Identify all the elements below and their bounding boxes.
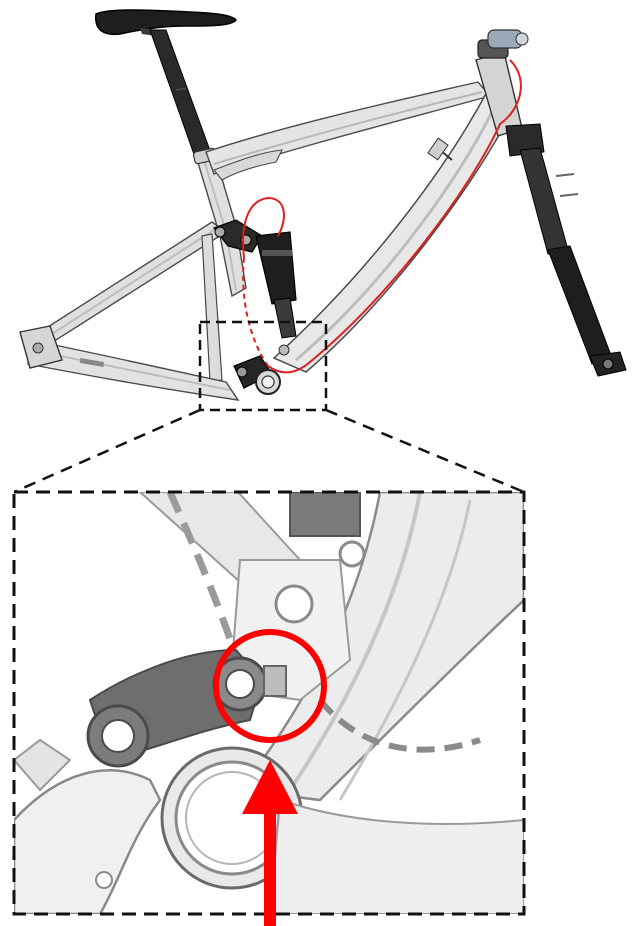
circle-callout-icon [213,629,327,743]
down-tube [272,88,513,373]
projection-line-left [13,408,201,494]
detail-box [12,490,526,916]
seat-stay-brace [201,233,223,383]
rear-shock-shaft [273,297,297,339]
seatpost [149,29,213,161]
cable-route-dashed [242,257,269,367]
saddle [95,9,237,36]
cable-route [267,59,522,374]
projection-line-right [325,408,525,494]
rocker-link [213,219,263,253]
fork-crown [505,123,545,157]
top-tube-brace [213,149,283,181]
full-suspension-bike-frame-icon [19,9,627,401]
rear-shock-body [255,231,297,305]
fork-stanchion [519,147,569,255]
cable-loop [242,196,285,259]
focus-box [198,320,328,412]
up-arrow-icon [242,760,298,926]
fork-lower [547,245,613,365]
